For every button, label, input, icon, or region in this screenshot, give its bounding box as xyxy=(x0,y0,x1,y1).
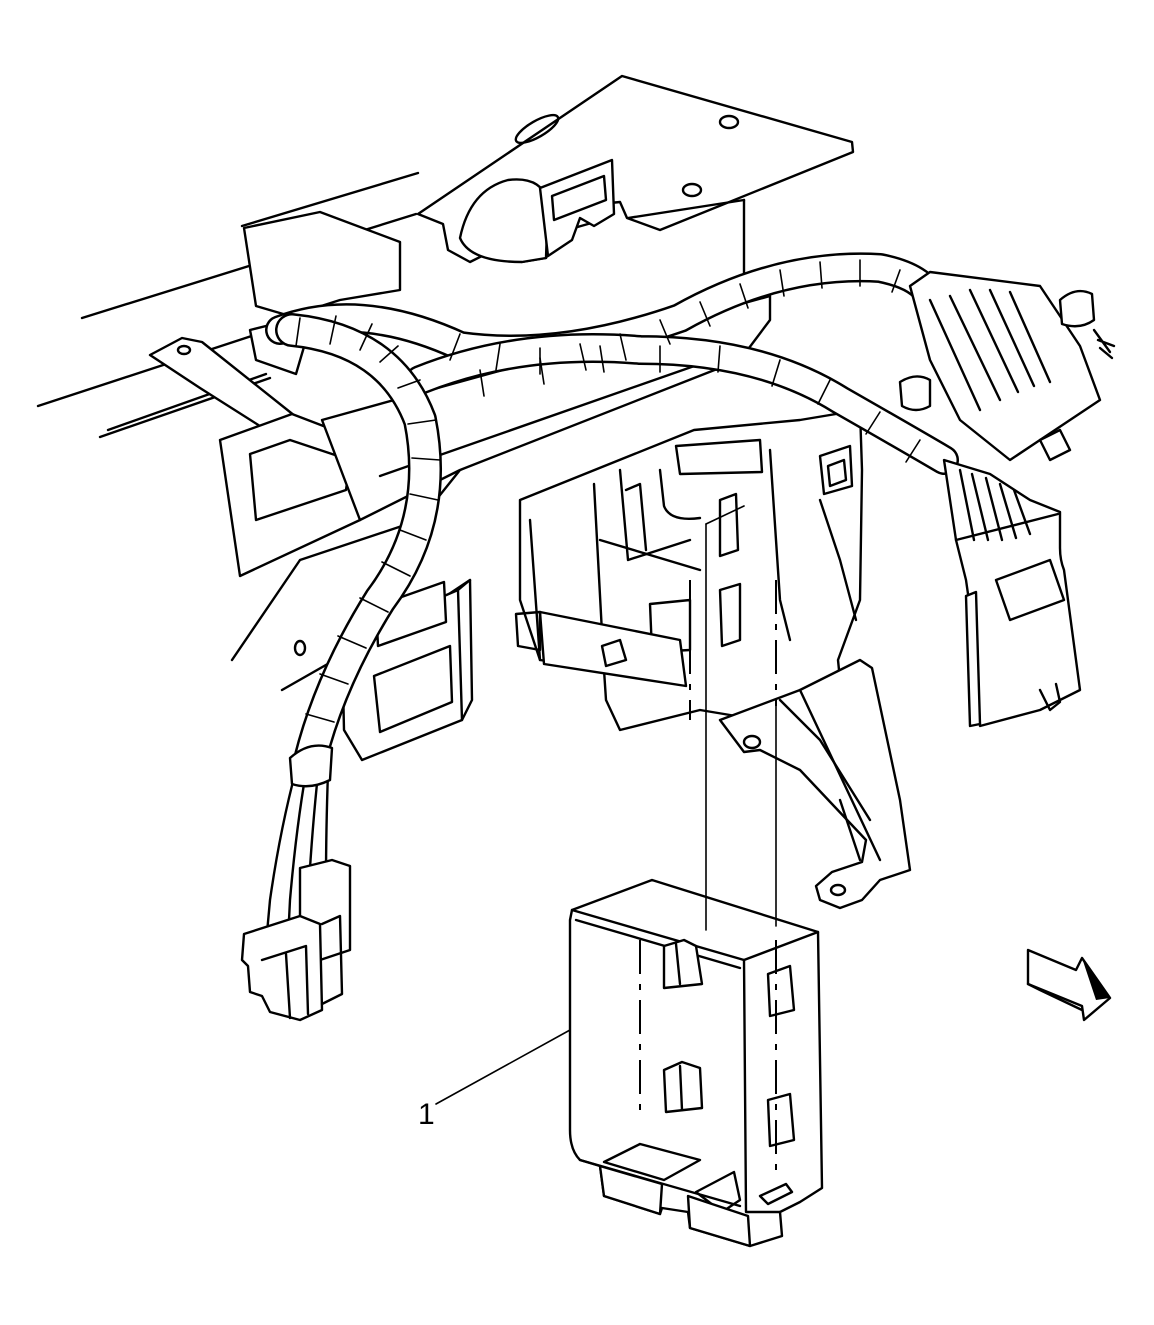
cross-car-beam xyxy=(36,171,522,692)
front-view-arrow xyxy=(1026,948,1112,1022)
alignment-lines xyxy=(689,505,777,931)
callout-leader-1 xyxy=(435,1029,571,1105)
harness-connector-upper-right xyxy=(898,270,1116,462)
mounting-plate xyxy=(416,74,855,284)
harness-connector-lower-right xyxy=(942,458,1082,728)
harness-connector-left xyxy=(240,858,352,1022)
module-part-1 xyxy=(568,878,824,1248)
support-bracket xyxy=(718,658,912,910)
wiring-harness xyxy=(264,252,959,946)
module-bracket xyxy=(514,408,864,732)
callout-number-1: 1 xyxy=(418,1098,435,1131)
